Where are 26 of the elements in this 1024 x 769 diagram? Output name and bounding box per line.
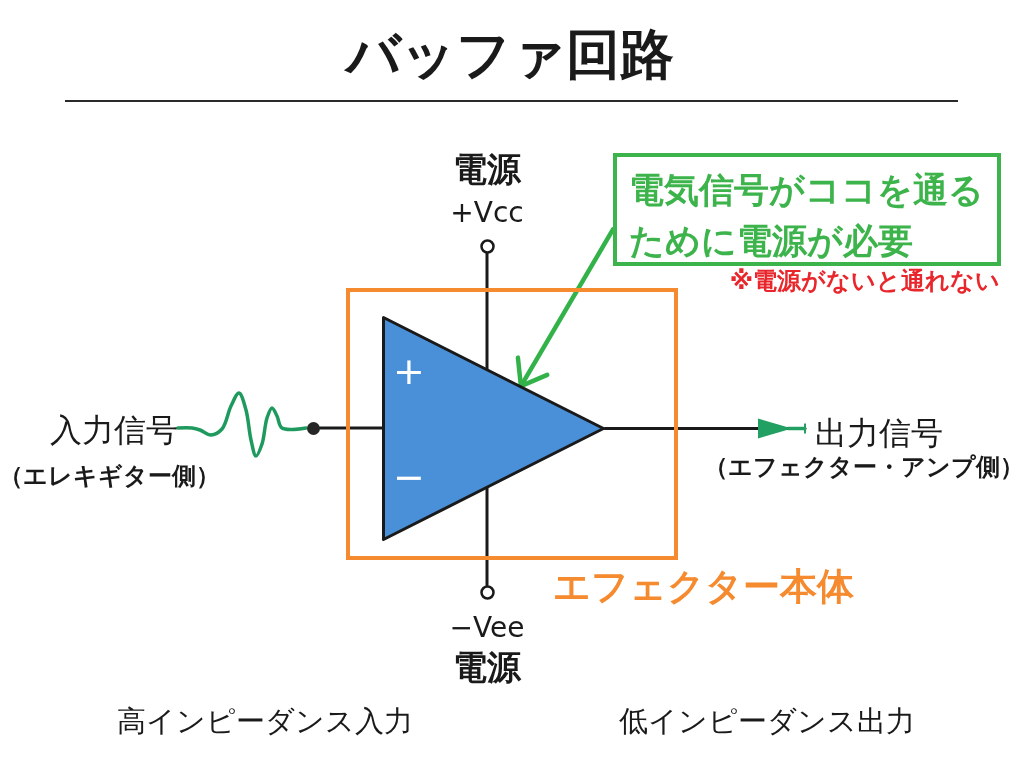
callout-box: 電気信号がココを通るために電源が必要: [613, 153, 1001, 266]
voltage-label: −Vee: [449, 612, 525, 645]
impedance-label: 高インピーダンス入力: [117, 705, 413, 739]
note-text: ※電源がないと通れない: [729, 268, 1000, 296]
wire: [485, 486, 489, 587]
power-terminal: [479, 584, 495, 600]
power-label: 電源: [453, 150, 521, 190]
polarity-sign: −: [393, 456, 425, 500]
impedance-label: 低インピーダンス出力: [619, 705, 915, 739]
output-arrow: [603, 416, 807, 441]
signal-label: 入力信号: [50, 412, 178, 449]
wire: [485, 251, 489, 371]
leader-arrow: [515, 227, 616, 389]
polarity-sign: +: [393, 350, 425, 394]
frame-label: エフェクター本体: [553, 566, 854, 609]
power-terminal: [479, 238, 495, 254]
signal-destination-label: （エフェクター・アンプ側）: [704, 454, 1024, 482]
signal-label: 出力信号: [815, 415, 943, 452]
voltage-label: +Vcc: [450, 197, 524, 230]
power-label: 電源: [453, 648, 521, 688]
junction-dot: [305, 420, 321, 436]
signal-source-label: （エレキギター側）: [0, 463, 220, 491]
wire: [318, 426, 384, 430]
waveform-line: [176, 391, 308, 458]
op-amp-symbol: [382, 316, 605, 541]
title: バッファ回路: [346, 24, 674, 87]
